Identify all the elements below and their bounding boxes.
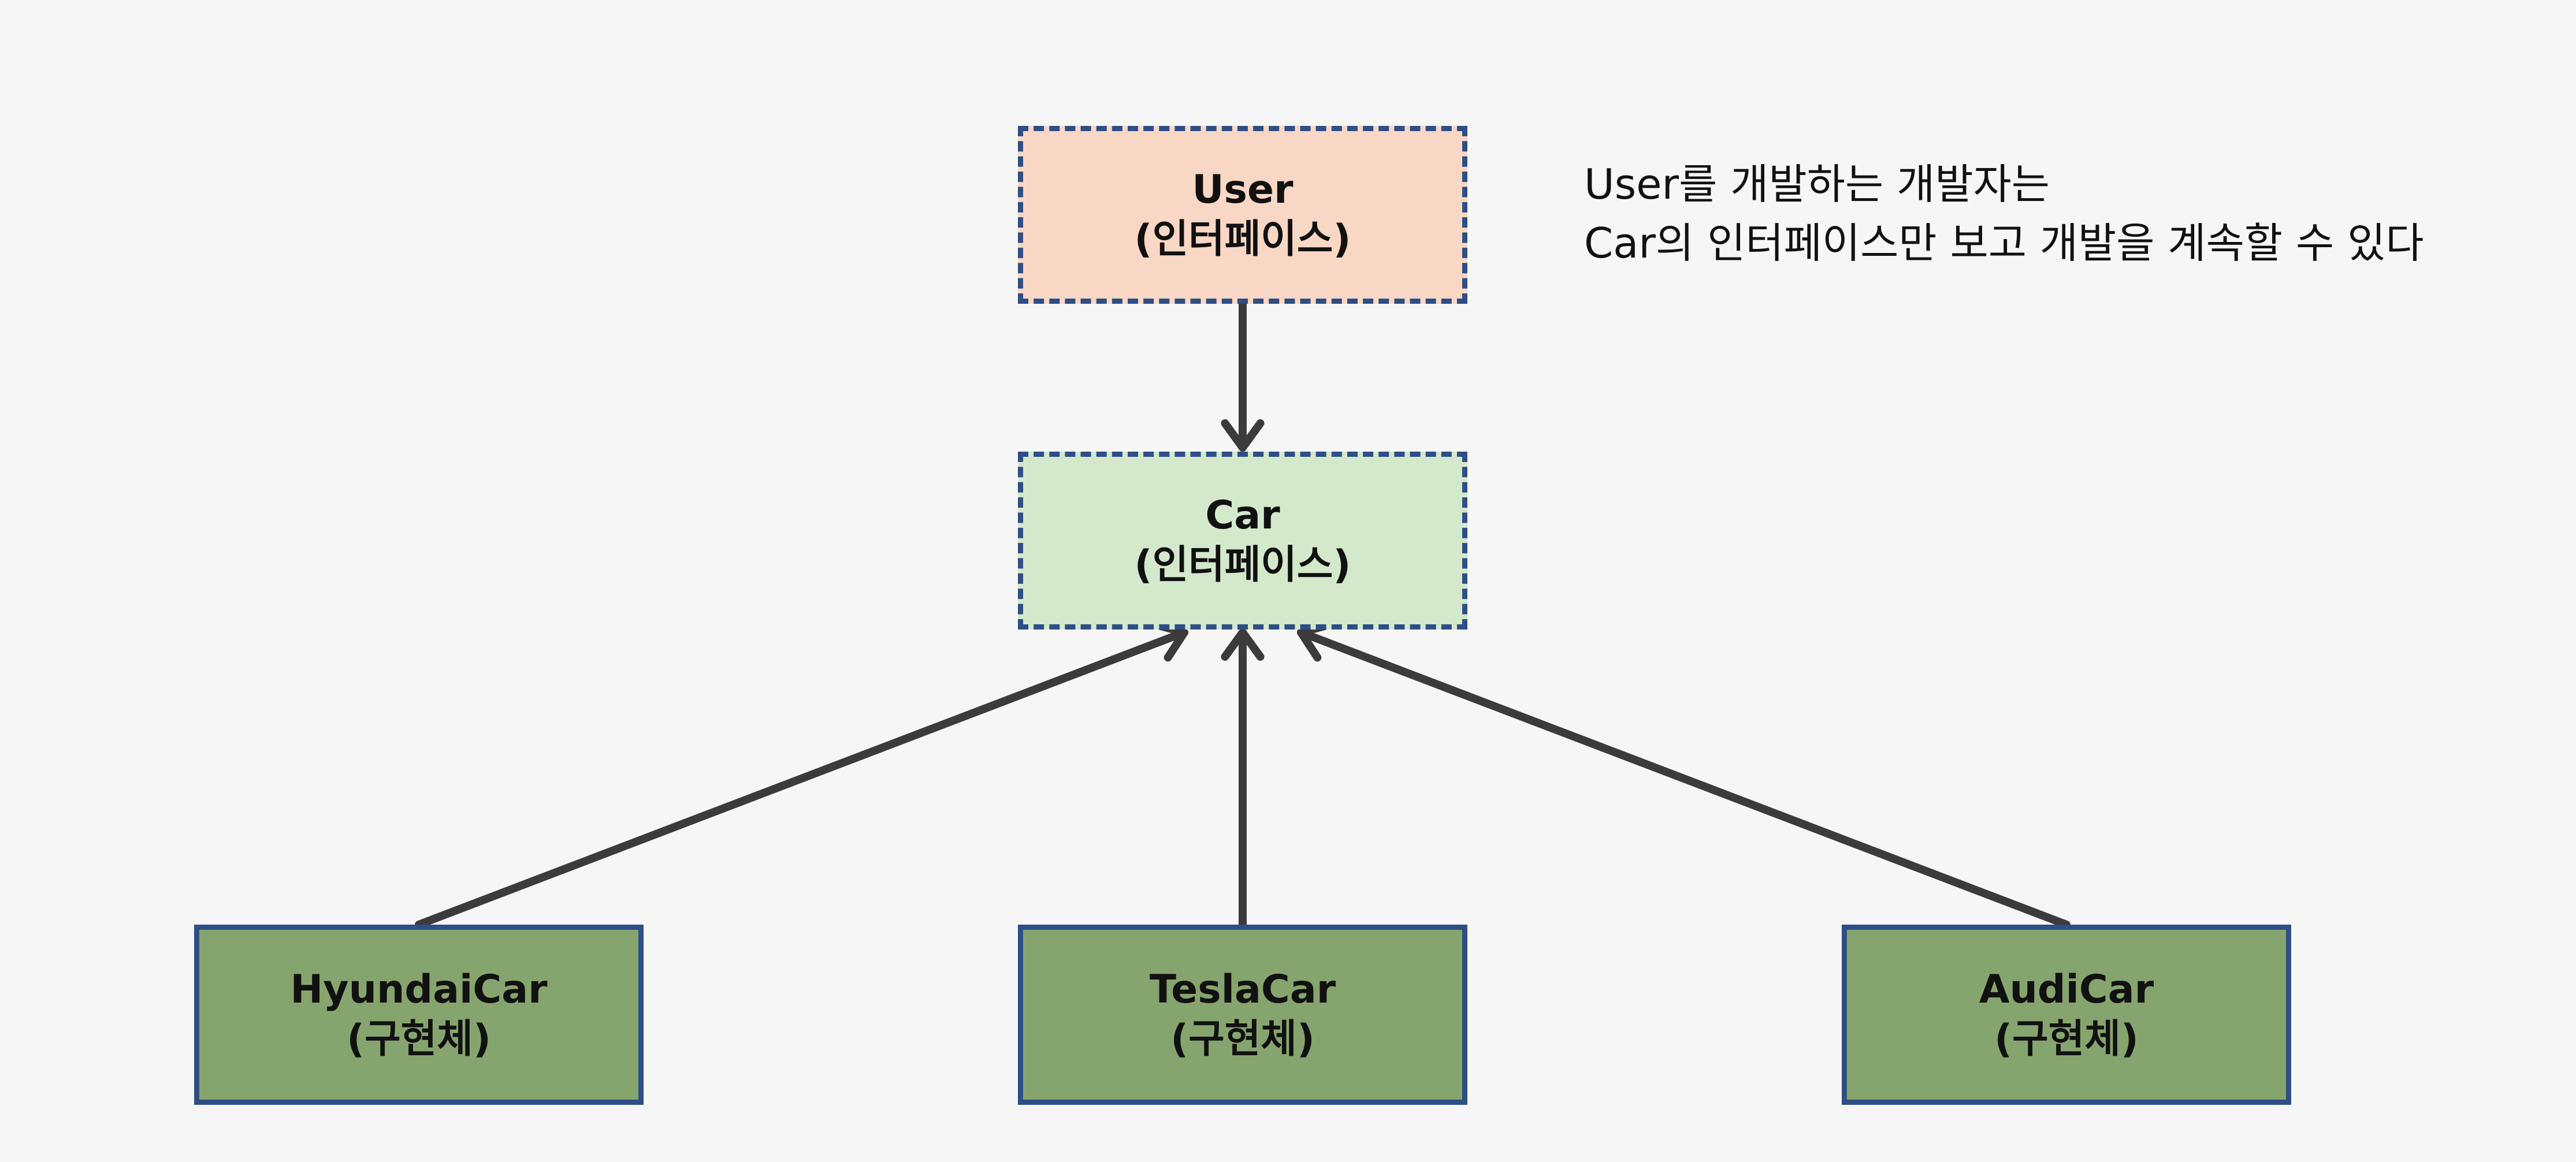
car-interface-box: Car (인터페이스)	[1018, 452, 1467, 630]
arrowhead-user-to-car	[1221, 419, 1265, 452]
arrowhead-tesla-to-car	[1221, 628, 1265, 661]
node-name: HyundaiCar	[290, 967, 548, 1012]
edge-audi-to-car	[1297, 628, 2071, 929]
user-interface-box: User (인터페이스)	[1018, 126, 1467, 304]
annotation-note: User를 개발하는 개발자는 Car의 인터페이스만 보고 개발을 계속할 수…	[1584, 155, 2537, 273]
audi-car-impl-box: AudiCar (구현체)	[1842, 925, 2291, 1105]
node-kind: (구현체)	[1170, 1016, 1315, 1062]
node-name: AudiCar	[1979, 967, 2154, 1012]
note-line-1: User를 개발하는 개발자는	[1584, 160, 2050, 208]
tesla-car-impl-box: TeslaCar (구현체)	[1018, 925, 1467, 1105]
node-kind: (인터페이스)	[1134, 542, 1351, 588]
node-kind: (인터페이스)	[1134, 217, 1351, 262]
node-name: User	[1192, 167, 1293, 213]
node-kind: (구현체)	[347, 1016, 491, 1062]
note-line-2: Car의 인터페이스만 보고 개발을 계속할 수 있다	[1584, 219, 2424, 267]
node-kind: (구현체)	[1994, 1016, 2139, 1062]
edge-hyundai-to-car	[415, 628, 1188, 929]
node-name: Car	[1205, 493, 1280, 538]
node-name: TeslaCar	[1149, 967, 1336, 1012]
hyundai-car-impl-box: HyundaiCar (구현체)	[194, 925, 644, 1105]
